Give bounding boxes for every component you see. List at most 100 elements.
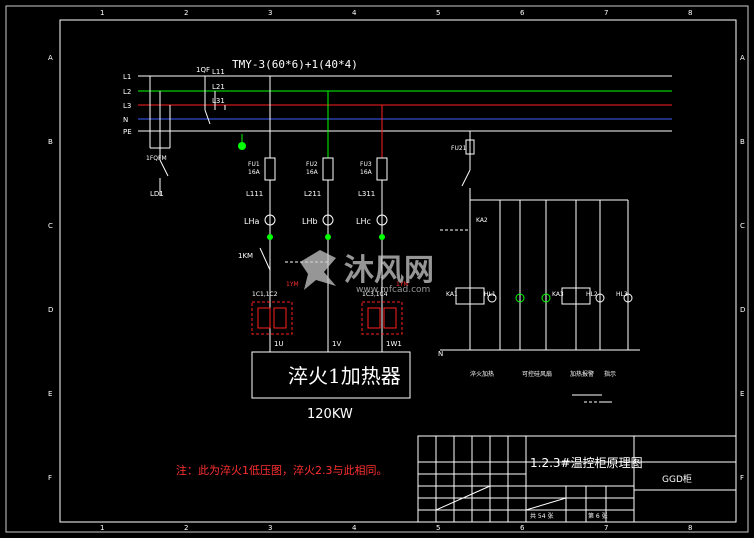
indicator-lamp-icon xyxy=(322,214,334,226)
contactor-label: 1KM xyxy=(238,252,253,260)
fuse-symbol xyxy=(322,157,334,181)
control-circuit xyxy=(440,131,640,403)
border-right-letter: D xyxy=(740,306,745,314)
fuse-label: FU2 xyxy=(306,161,318,168)
border-right-letter: C xyxy=(740,222,745,230)
bus-tap-l31: L31 xyxy=(212,97,225,105)
indicator-lamp-icon xyxy=(264,214,276,226)
border-top-number: 6 xyxy=(520,9,525,17)
heater-label: 1C3,1C4 xyxy=(362,291,388,298)
signal-lamp-icon xyxy=(487,293,497,303)
control-caption-fan: 可控硅风扇 xyxy=(522,370,552,378)
title-block-cabinet: GGD柜 xyxy=(662,473,692,485)
outer-frame xyxy=(5,5,749,533)
output-terminal-label: 1V xyxy=(332,340,341,348)
title-block xyxy=(417,435,737,523)
control-caption-alarm: 加热报警 xyxy=(570,370,594,378)
fuse-symbol xyxy=(264,157,276,181)
busbar-label: PE xyxy=(123,128,132,136)
title-block-sheet-number: 第 6 张 xyxy=(588,512,608,520)
border-bottom-number: 2 xyxy=(184,524,188,532)
fuse-rating: 16A xyxy=(248,169,261,176)
relay-coil-icon xyxy=(455,287,485,305)
relay-coil-icon xyxy=(561,287,591,305)
border-bottom-number: 7 xyxy=(604,524,608,532)
border-left-letter: A xyxy=(48,54,53,62)
border-left-letter: D xyxy=(48,306,53,314)
control-neutral-label: N xyxy=(438,350,443,358)
phase-node-marker xyxy=(325,234,331,240)
phase-line-label: L111 xyxy=(246,190,263,198)
border-left-letter: F xyxy=(48,474,52,482)
border-left-letter: E xyxy=(48,390,52,398)
signal-lamp-icon xyxy=(541,293,551,303)
inner-frame xyxy=(59,19,737,523)
load-power: 120KW xyxy=(307,407,353,422)
relay-ka3-label: KA3 xyxy=(552,291,564,298)
heater-mark: 1YM xyxy=(286,281,299,288)
phase-columns: FU116AL111LHa1UFU216AL211LHb1VFU316AL311… xyxy=(244,76,402,352)
control-caption-indicator: 指示 xyxy=(604,370,616,378)
heater-mark: 1YM xyxy=(396,281,409,288)
left-branch xyxy=(149,76,171,196)
output-terminal-label: 1U xyxy=(274,340,284,348)
border-top-number: 1 xyxy=(100,9,104,17)
border-top-number: 3 xyxy=(268,9,272,17)
signal-lamp-icon xyxy=(515,293,525,303)
signal-lamp-icon xyxy=(623,293,633,303)
watermark-url: www.mfcad.com xyxy=(356,285,430,295)
border-bottom-number: 8 xyxy=(688,524,692,532)
border-bottom-number: 3 xyxy=(268,524,272,532)
fuse-symbol xyxy=(376,157,388,181)
heater-element-icon xyxy=(383,307,397,329)
heater-element-icon xyxy=(367,307,381,329)
signal-lamp-icon xyxy=(595,293,605,303)
border-top-number: 7 xyxy=(604,9,608,17)
fuse-rating: 16A xyxy=(360,169,373,176)
fuse-label: FU1 xyxy=(248,161,260,168)
left-branch-label: LD1 xyxy=(150,190,164,198)
watermark: 沐风网 www.mfcad.com xyxy=(300,250,434,295)
border-top-number: 4 xyxy=(352,9,357,17)
indicator-hl2-label: HL2 xyxy=(586,291,598,298)
relay-ka2-label: KA2 xyxy=(476,217,488,224)
border-bottom-number: 5 xyxy=(436,524,440,532)
heater-label: 1C1,1C2 xyxy=(252,291,278,298)
heater-block xyxy=(361,301,403,335)
main-breaker-label: 1QF xyxy=(196,66,210,74)
border-right-letter: A xyxy=(740,54,745,62)
heater-element-icon xyxy=(273,307,287,329)
left-breaker-label: 1FQFM xyxy=(146,155,167,162)
fuse-rating: 16A xyxy=(306,169,319,176)
border-right-letter: E xyxy=(740,390,744,398)
busbar-label: L3 xyxy=(123,102,131,110)
lamp-label: LHb xyxy=(302,217,318,226)
lamp-label: LHc xyxy=(356,217,371,226)
phase-line-label: L211 xyxy=(304,190,321,198)
border-right-letter: B xyxy=(740,138,745,146)
output-terminal-label: 1W1 xyxy=(386,340,402,348)
busbar-label: L2 xyxy=(123,88,131,96)
lamp-label: LHa xyxy=(244,217,259,226)
drawing-note: 注：此为淬火1低压图，淬火2.3与此相同。 xyxy=(176,463,388,477)
phase-node-marker xyxy=(379,234,385,240)
border-bottom-number: 4 xyxy=(352,524,357,532)
control-wire xyxy=(461,169,471,187)
border-top-number: 2 xyxy=(184,9,188,17)
watermark-brand: 沐风网 xyxy=(344,253,434,288)
border-bottom-number: 1 xyxy=(100,524,104,532)
watermark-logo-icon xyxy=(300,250,336,290)
indicator-lamp-icon xyxy=(376,214,388,226)
border-top-number: 8 xyxy=(688,9,692,17)
phase-line-label: L311 xyxy=(358,190,375,198)
control-caption-heating: 淬火加热 xyxy=(470,370,494,378)
control-fuse-icon xyxy=(465,139,475,155)
heater-elements: 1C1,1C2 1YM 1C3,1C4 1YM xyxy=(251,281,409,335)
heater-block xyxy=(251,301,293,335)
busbar-label: N xyxy=(123,116,128,124)
title-block-sheet-total: 共 54 张 xyxy=(530,512,553,520)
